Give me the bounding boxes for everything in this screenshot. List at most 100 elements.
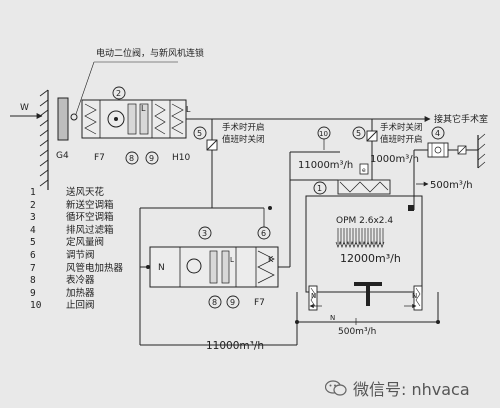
operating-room	[305, 195, 423, 293]
component-4-num: 4	[435, 129, 440, 138]
flow-11000-bottom: 11000m³/h	[206, 340, 264, 352]
electric-damper	[70, 113, 78, 121]
outdoor-wall-right	[477, 133, 486, 169]
ahu2-n-label: N	[158, 263, 165, 273]
laminar-flow-arrows	[337, 228, 384, 244]
ahu2-l-label: L	[230, 256, 234, 264]
exhaust-filter-box	[427, 142, 449, 158]
g4-label: G4	[56, 151, 69, 161]
operating-table-base	[366, 286, 370, 306]
legend-text: 表冷器	[66, 275, 95, 287]
legend-text: 调节阀	[66, 249, 95, 261]
fresh-air-duct	[186, 118, 420, 140]
legend-num: 7	[30, 262, 36, 274]
component-3-num: 3	[202, 229, 207, 238]
legend-item: 2 新送空调箱	[30, 200, 123, 213]
flow-1000: 1000m³/h	[370, 154, 419, 165]
legend-num: 2	[30, 199, 36, 211]
flow-500-bottom: 500m³/h	[338, 327, 376, 337]
duty-open-label: 值班时开启	[380, 134, 423, 145]
w-label: W	[20, 103, 29, 113]
component-8-num-top: 8	[129, 154, 134, 163]
manual-close-label: 手术时关闭	[380, 122, 423, 133]
ahu2-k-label: K	[268, 255, 274, 264]
legend-num: 6	[30, 249, 36, 261]
n-right-label: N	[412, 292, 417, 300]
f7-label-top: F7	[94, 153, 105, 163]
legend: 1 送风天花 2 新送空调箱 3 循环空调箱 4 排风过滤箱 5 定风量阀 6 调节阀 7 风…	[30, 187, 123, 313]
legend-item: 5 定风量阀	[30, 237, 123, 250]
wechat-icon	[325, 380, 347, 396]
legend-num: 4	[30, 224, 36, 236]
to-other-rooms-label: 接其它手术室	[434, 113, 488, 125]
f7-label-bottom: F7	[254, 298, 265, 308]
component-1-marker	[313, 181, 327, 195]
legend-num: 9	[30, 287, 36, 299]
legend-num: 1	[30, 187, 36, 198]
component-10-num: 10	[319, 130, 328, 138]
legend-item: 10 止回阀	[30, 300, 123, 313]
legend-text: 排风过滤箱	[66, 224, 114, 236]
component-2-num: 2	[116, 89, 121, 98]
legend-item: 3 循环空调箱	[30, 212, 123, 225]
component-8-marker-top	[125, 151, 139, 165]
component-2-marker	[112, 86, 126, 100]
legend-text: 定风量阀	[66, 237, 105, 249]
note-leader	[75, 61, 95, 115]
legend-num: 3	[30, 212, 36, 224]
component-9-marker-bottom	[226, 295, 240, 309]
component-6-num: 6	[261, 229, 266, 238]
component-5-marker-right	[352, 126, 366, 140]
n-small-label: N	[330, 314, 335, 322]
legend-text: 风管电加热器	[66, 262, 124, 274]
return-grille-right	[413, 285, 423, 311]
flow-500-right: 500m³/h	[430, 180, 473, 191]
component-1-num: 1	[317, 184, 322, 193]
component-5-num-left: 5	[197, 129, 202, 138]
component-9-num-top: 9	[149, 154, 154, 163]
flow-11000-upper: 11000m³/h	[298, 160, 353, 171]
watermark-text: 微信号: nhvaca	[353, 380, 470, 399]
fresh-air-ahu	[81, 99, 187, 139]
legend-num: 8	[30, 275, 36, 287]
room-sensor	[408, 205, 414, 211]
legend-text: 止回阀	[66, 300, 95, 312]
legend-item: 8 表冷器	[30, 275, 123, 288]
legend-num: 5	[30, 237, 36, 249]
flow-12000: 12000m³/h	[340, 252, 401, 265]
outdoor-wall	[39, 89, 49, 190]
legend-text: 送风天花	[66, 187, 105, 198]
legend-item: 7 风管电加热器	[30, 263, 123, 276]
svg-text:e: e	[362, 167, 366, 174]
l-label-top: L	[141, 104, 146, 113]
component-9-marker-top	[145, 151, 159, 165]
operating-table-top	[354, 282, 382, 286]
legend-num: 10	[30, 300, 42, 312]
laminar-arrowheads	[335, 241, 385, 248]
damper-note: 电动二位阀，与新风机连锁	[96, 47, 204, 59]
n-left-label: N	[311, 292, 316, 300]
h10-label: H10	[172, 153, 190, 163]
component-4-marker	[431, 126, 445, 140]
component-9-num-bottom: 9	[230, 298, 235, 307]
legend-text: 循环空调箱	[66, 212, 114, 224]
component-8-num-bottom: 8	[212, 298, 217, 307]
watermark: 微信号: nhvaca	[325, 376, 470, 400]
manual-open-label: 手术时开启	[222, 122, 265, 133]
legend-item: 6 调节阀	[30, 250, 123, 263]
component-8-marker-bottom	[208, 295, 222, 309]
duty-close-label: 值班时关闭	[222, 134, 265, 145]
legend-text: 新送空调箱	[66, 199, 114, 211]
legend-item: 9 加热器	[30, 288, 123, 301]
component-5-marker-left	[193, 126, 207, 140]
legend-item: 1 送风天花	[30, 187, 123, 200]
l-label-top2: L	[186, 105, 191, 114]
legend-text: 加热器	[66, 287, 95, 299]
g4-filter	[57, 97, 69, 141]
component-3-marker	[198, 226, 212, 240]
opm-label: OPM 2.6x2.4	[336, 216, 393, 226]
legend-item: 4 排风过滤箱	[30, 225, 123, 238]
return-grille-left	[308, 285, 318, 311]
supply-ceiling-unit: e	[337, 163, 391, 195]
